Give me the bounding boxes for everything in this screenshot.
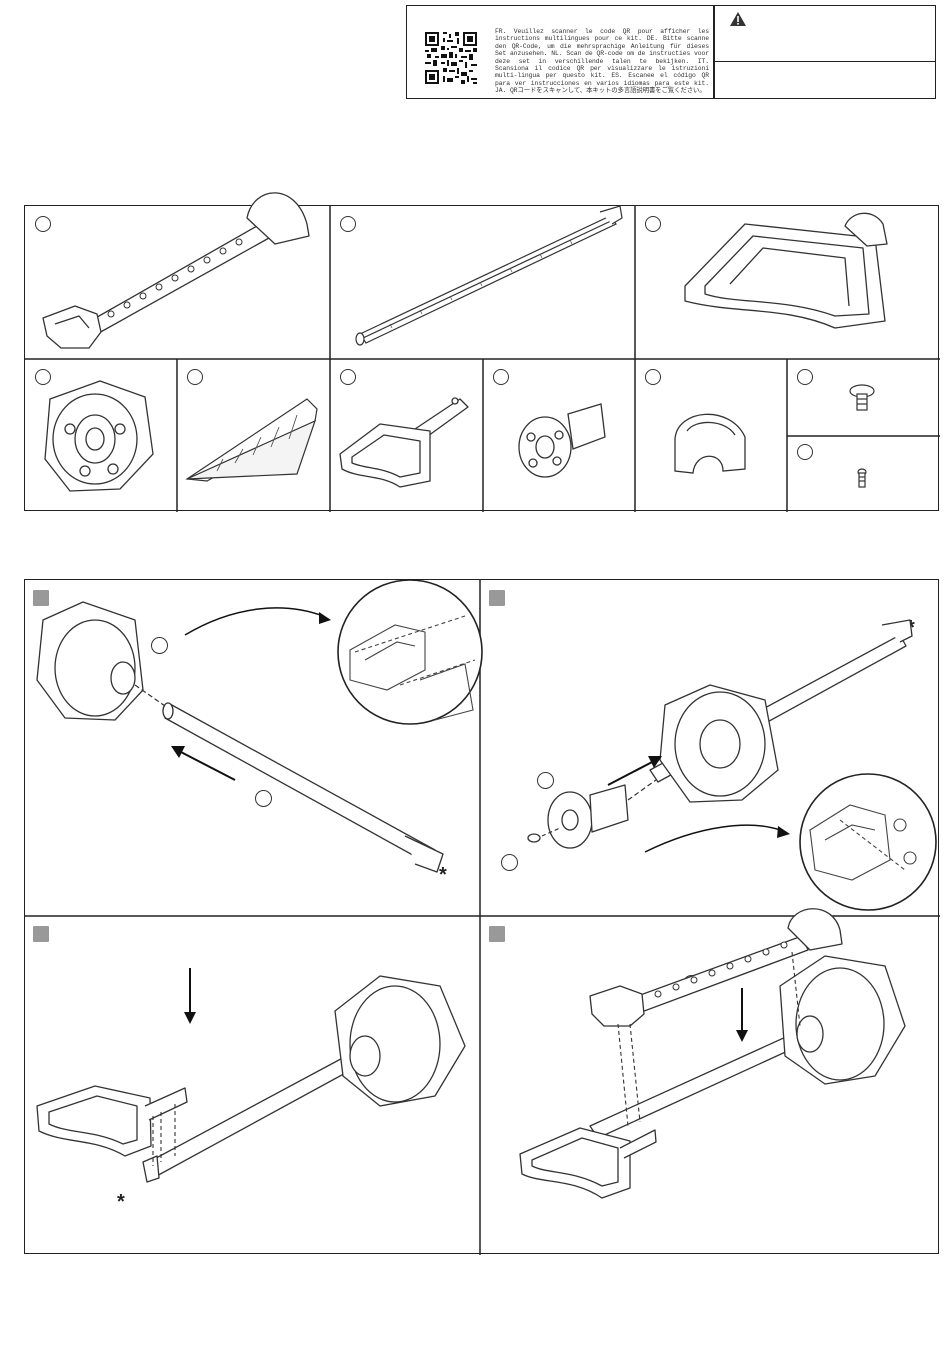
part-long-rail [355, 205, 623, 346]
part-frame-handle [684, 212, 888, 329]
part-callout [151, 637, 168, 654]
step-2-illustration [527, 619, 937, 911]
steps-grid-lines [25, 580, 940, 1255]
multilingual-qr-instructions: FR. Veuillez scanner le code QR pour aff… [495, 28, 709, 95]
part-number-circle [493, 369, 509, 385]
part-callout [537, 772, 554, 789]
part-number-circle [797, 369, 813, 385]
part-number-circle [35, 369, 51, 385]
part-cap [674, 413, 746, 474]
step-1-badge [33, 590, 49, 606]
warning-triangle-icon [730, 12, 746, 26]
part-screw-large [849, 384, 875, 411]
part-callout [501, 854, 518, 871]
parts-grid-lines [25, 206, 940, 512]
warning-divider [714, 61, 935, 62]
step-4-illustration [519, 908, 906, 1199]
qr-code[interactable] [425, 32, 477, 84]
step-4-badge [489, 926, 505, 942]
header-divider [713, 6, 715, 98]
step-1-illustration [36, 579, 483, 873]
step-3-illustration [36, 968, 466, 1183]
part-number-circle [35, 216, 51, 232]
step-3-badge [33, 926, 49, 942]
part-hub [44, 380, 154, 492]
part-number-circle [645, 216, 661, 232]
part-wedge [185, 398, 318, 482]
assembly-steps: * * [24, 579, 940, 1255]
part-spine-with-cap [42, 192, 310, 349]
parts-list [24, 192, 940, 512]
part-small-frame [339, 397, 469, 488]
part-number-circle [340, 369, 356, 385]
step-2-badge [489, 590, 505, 606]
part-screw-small [857, 468, 867, 488]
asterisk-marker: * [117, 1191, 125, 1213]
asterisk-marker: * [439, 864, 447, 886]
part-number-circle [797, 444, 813, 460]
part-callout [255, 790, 272, 807]
part-number-circle [340, 216, 356, 232]
part-number-circle [645, 369, 661, 385]
part-number-circle [187, 369, 203, 385]
header-box: FR. Veuillez scanner le code QR pour aff… [406, 5, 936, 99]
part-connector [518, 403, 606, 478]
